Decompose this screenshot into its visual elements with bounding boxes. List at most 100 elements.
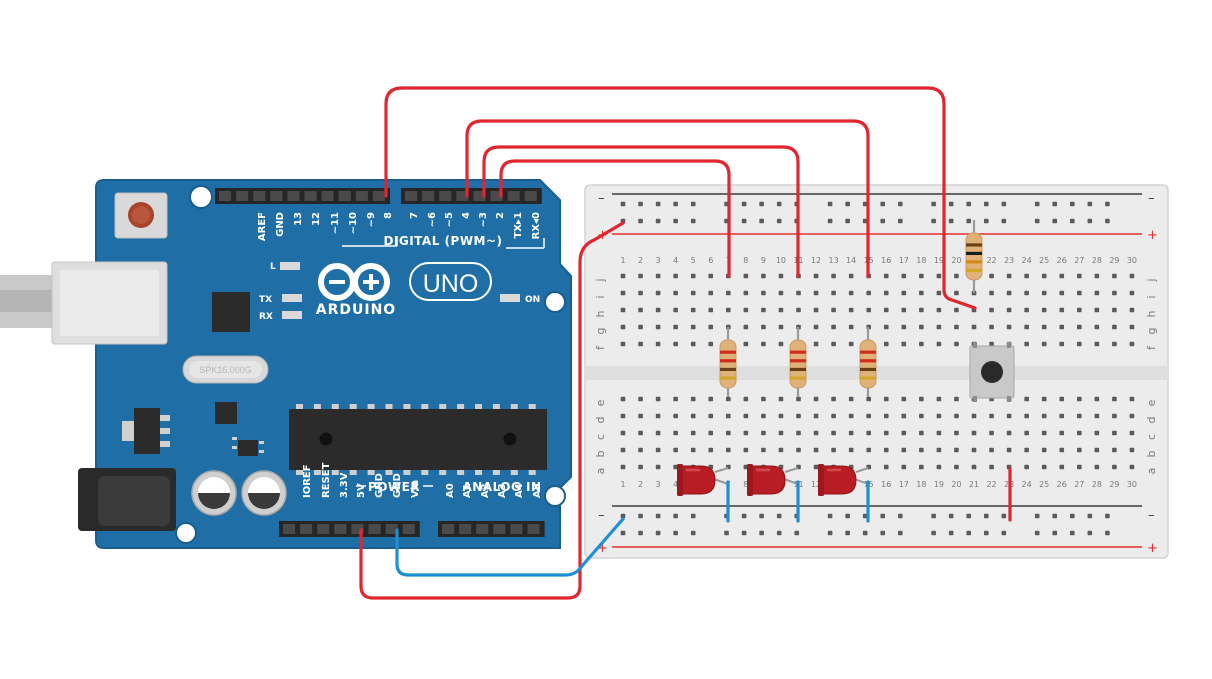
breadboard-hole[interactable] [1024, 430, 1029, 436]
breadboard-hole[interactable] [620, 290, 626, 296]
rail-hole[interactable] [931, 201, 936, 207]
rail-hole[interactable] [827, 513, 833, 519]
breadboard-hole[interactable] [989, 430, 994, 436]
rail-hole[interactable] [897, 201, 903, 207]
breadboard-hole[interactable] [883, 307, 889, 313]
breadboard-hole[interactable] [1094, 307, 1100, 313]
rail-hole[interactable] [1069, 218, 1075, 224]
rail-hole[interactable] [966, 218, 972, 224]
wire-pin8-to-button[interactable] [384, 86, 977, 310]
rail-hole[interactable] [655, 513, 661, 519]
arduino-uno-board[interactable]: SPK16.000G L TX RX ON ARDUINO [0, 179, 572, 549]
breadboard-hole[interactable] [813, 464, 819, 470]
breadboard-hole[interactable] [1077, 396, 1082, 402]
breadboard-hole[interactable] [620, 341, 626, 347]
rail-hole[interactable] [966, 530, 972, 536]
breadboard-hole[interactable] [971, 464, 977, 470]
rail-hole[interactable] [1001, 513, 1007, 519]
breadboard-hole[interactable] [690, 430, 696, 436]
breadboard-hole[interactable] [1112, 324, 1117, 330]
breadboard-hole[interactable] [1129, 290, 1135, 296]
breadboard-hole[interactable] [813, 396, 819, 402]
breadboard-hole[interactable] [954, 413, 959, 419]
breadboard-hole[interactable] [1112, 307, 1117, 313]
breadboard-hole[interactable] [883, 324, 889, 330]
header-pin[interactable] [456, 191, 469, 201]
breadboard-hole[interactable] [655, 307, 661, 313]
breadboard-hole[interactable] [778, 290, 784, 296]
header-pin[interactable] [283, 524, 296, 534]
breadboard-hole[interactable] [813, 273, 819, 279]
breadboard-hole[interactable] [743, 396, 749, 402]
breadboard-hole[interactable] [1041, 273, 1047, 279]
breadboard-hole[interactable] [761, 307, 766, 313]
breadboard-hole[interactable] [1041, 396, 1047, 402]
rail-hole[interactable] [1087, 513, 1093, 519]
breadboard-hole[interactable] [1112, 430, 1117, 436]
pushbutton-cap[interactable] [981, 361, 1003, 383]
header-pin[interactable] [439, 191, 452, 201]
breadboard-hole[interactable] [1094, 413, 1100, 419]
breadboard-hole[interactable] [866, 396, 871, 402]
breadboard-hole[interactable] [831, 341, 836, 347]
wires[interactable] [359, 86, 1012, 600]
breadboard-hole[interactable] [831, 413, 836, 419]
breadboard-hole[interactable] [708, 396, 714, 402]
breadboard-hole[interactable] [1112, 464, 1117, 470]
rail-hole[interactable] [776, 530, 782, 536]
breadboard-hole[interactable] [1077, 413, 1082, 419]
breadboard-hole[interactable] [1112, 290, 1117, 296]
header-pin[interactable] [300, 524, 313, 534]
breadboard-hole[interactable] [761, 290, 766, 296]
breadboard-hole[interactable] [690, 307, 696, 313]
rail-hole[interactable] [1087, 201, 1093, 207]
header-pin[interactable] [527, 524, 540, 534]
breadboard-hole[interactable] [1059, 430, 1065, 436]
breadboard-hole[interactable] [936, 464, 942, 470]
header-pin[interactable] [236, 191, 249, 201]
rail-hole[interactable] [655, 218, 661, 224]
breadboard-hole[interactable] [883, 413, 889, 419]
rail-hole[interactable] [948, 513, 954, 519]
breadboard-hole[interactable] [673, 464, 678, 470]
breadboard-hole[interactable] [620, 307, 626, 313]
breadboard-hole[interactable] [1059, 273, 1065, 279]
breadboard-hole[interactable] [1041, 341, 1047, 347]
breadboard-hole[interactable] [954, 273, 959, 279]
rail-hole[interactable] [1105, 513, 1110, 519]
rail-hole[interactable] [897, 218, 903, 224]
rail-hole[interactable] [880, 530, 886, 536]
rail-hole[interactable] [690, 513, 696, 519]
breadboard-hole[interactable] [1112, 396, 1117, 402]
breadboard-hole[interactable] [673, 396, 678, 402]
header-pin[interactable] [405, 191, 418, 201]
breadboard-hole[interactable] [1024, 324, 1029, 330]
breadboard-hole[interactable] [1006, 273, 1012, 279]
breadboard-hole[interactable] [620, 464, 626, 470]
breadboard-hole[interactable] [1059, 396, 1065, 402]
breadboard-hole[interactable] [726, 430, 731, 436]
breadboard-hole[interactable] [971, 413, 977, 419]
breadboard-hole[interactable] [690, 413, 696, 419]
rail-hole[interactable] [1052, 513, 1058, 519]
breadboard-hole[interactable] [1077, 447, 1082, 453]
header-pin[interactable] [402, 524, 415, 534]
breadboard-hole[interactable] [638, 447, 643, 453]
rail-hole[interactable] [862, 201, 868, 207]
breadboard-hole[interactable] [813, 290, 819, 296]
rail-hole[interactable] [620, 513, 626, 519]
breadboard-hole[interactable] [620, 396, 626, 402]
breadboard-hole[interactable] [655, 430, 661, 436]
breadboard-hole[interactable] [936, 273, 942, 279]
breadboard-hole[interactable] [708, 324, 714, 330]
resistor[interactable] [965, 220, 983, 293]
analog-pin-header[interactable] [438, 521, 545, 537]
breadboard-hole[interactable] [1041, 307, 1047, 313]
breadboard-hole[interactable] [1077, 464, 1082, 470]
header-pin[interactable] [334, 524, 347, 534]
breadboard-hole[interactable] [1024, 273, 1029, 279]
breadboard-hole[interactable] [848, 396, 854, 402]
rail-hole[interactable] [862, 530, 868, 536]
breadboard-hole[interactable] [989, 464, 994, 470]
rail-hole[interactable] [794, 530, 800, 536]
